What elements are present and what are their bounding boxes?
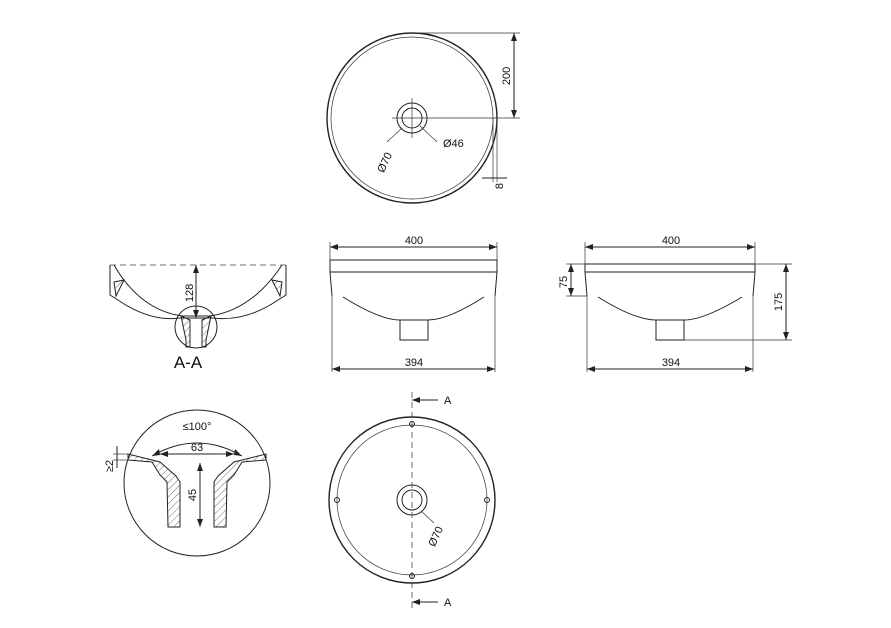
mount-hole-bottom	[409, 573, 415, 579]
front-dim-394-label: 394	[405, 357, 423, 369]
bottom-dim-dia70-label: Ø70	[426, 525, 446, 549]
side-dim-175-label: 175	[773, 293, 785, 311]
side-elevation-view: 400 75 175 394	[558, 235, 792, 372]
mount-hole-top	[409, 421, 415, 427]
side-dim-75-label: 75	[558, 276, 570, 288]
dim-128-label: 128	[184, 284, 196, 302]
drain-detail-view: ≤100° 63 45 ≥2	[104, 409, 271, 557]
front-dim-400-label: 400	[405, 235, 423, 247]
side-rim	[584, 263, 756, 273]
detail-depth-label: 45	[187, 489, 199, 501]
front-rim	[329, 259, 498, 273]
bottom-drain-inner	[401, 489, 423, 511]
section-a-a-view: 128 A-A	[109, 264, 287, 372]
mount-hole-left	[334, 497, 340, 503]
dim-8-label: 8	[494, 183, 506, 189]
detail-wall-label: ≥2	[104, 460, 116, 472]
side-dim-400-label: 400	[662, 235, 680, 247]
detail-width-label: 63	[191, 442, 203, 454]
section-marker-bottom: A	[444, 597, 452, 609]
top-plan-view: 200 8 Ø70 Ø46	[326, 32, 520, 204]
bottom-plan-view: A A Ø70	[328, 392, 496, 609]
detail-angle-label: ≤100°	[183, 421, 212, 433]
dim-dia46-label: Ø46	[443, 138, 464, 150]
bottom-outer-rim	[328, 416, 496, 584]
mount-hole-right	[484, 497, 490, 503]
dim-dia70-label: Ø70	[375, 151, 395, 175]
section-title: A-A	[174, 353, 203, 372]
side-dim-394-label: 394	[662, 357, 680, 369]
dim-200-label: 200	[501, 67, 513, 85]
detail-boundary	[123, 409, 271, 557]
section-marker-top: A	[444, 395, 452, 407]
front-elevation-view: 400 394	[329, 235, 498, 372]
